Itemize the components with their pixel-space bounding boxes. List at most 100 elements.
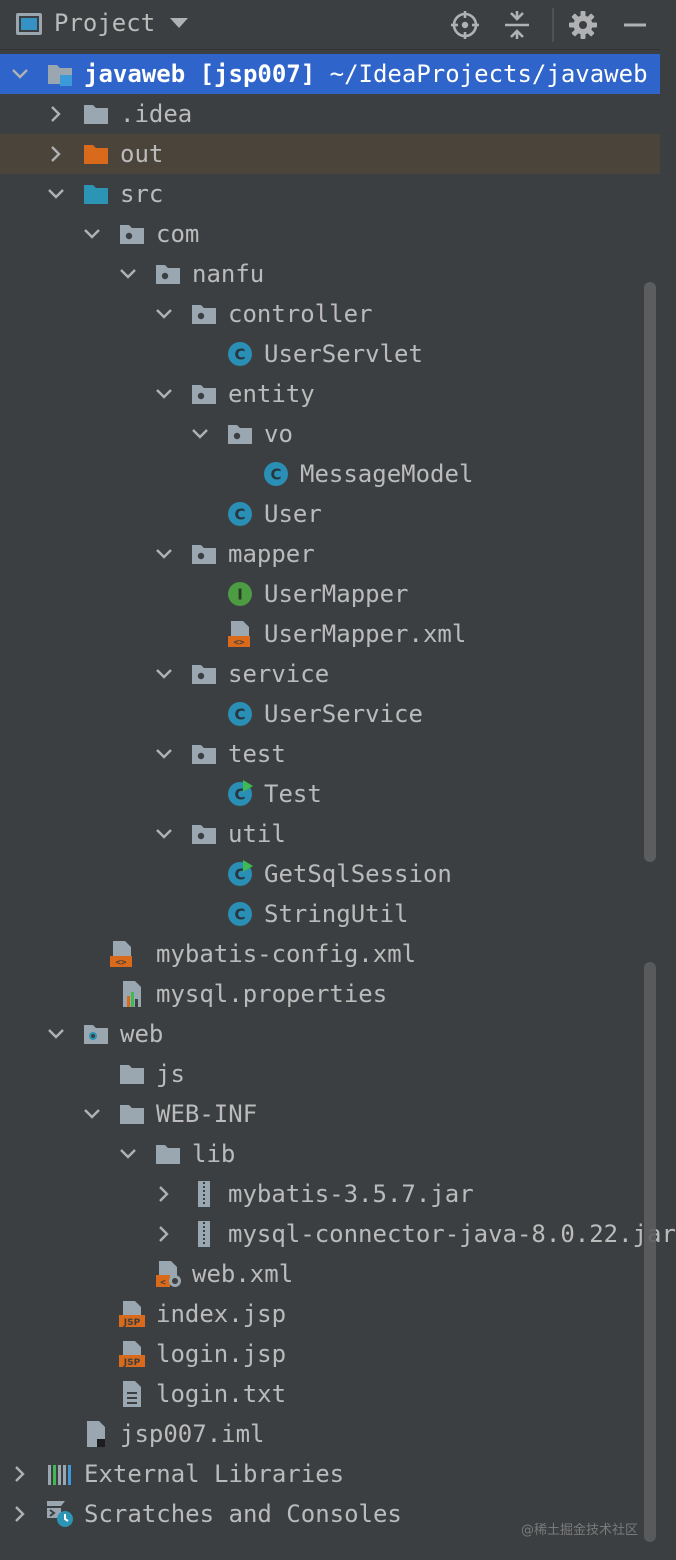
tree-node-mapper[interactable]: mapper [0, 534, 660, 574]
interface-icon: I [226, 580, 254, 608]
module-folder-icon [46, 60, 74, 88]
watermark: @稀土掘金技术社区 [520, 1523, 638, 1538]
chevron-down-icon[interactable] [154, 384, 174, 404]
tree-node-mysqlprops[interactable]: mysql.properties [0, 974, 660, 1014]
tree-node-web[interactable]: web [0, 1014, 660, 1054]
tree-node-label: WEB-INF [156, 1100, 258, 1128]
tree-node-out[interactable]: out [0, 134, 660, 174]
chevron-right-icon[interactable] [154, 1224, 174, 1244]
jar-icon [190, 1220, 218, 1248]
project-view-title[interactable]: Project [54, 9, 156, 37]
collapse-all-icon[interactable] [502, 10, 532, 40]
chevron-right-icon[interactable] [10, 1464, 30, 1484]
chevron-down-icon[interactable] [190, 424, 210, 444]
package-icon [190, 660, 218, 688]
tree-node-util[interactable]: util [0, 814, 660, 854]
package-icon [154, 260, 182, 288]
chevron-down-icon[interactable] [46, 1024, 66, 1044]
svg-text:JSP: JSP [123, 1318, 141, 1328]
tree-node-root[interactable]: javaweb [jsp007] ~/IdeaProjects/javaweb [0, 54, 660, 94]
iml-file-icon [82, 1420, 110, 1448]
svg-text:C: C [270, 466, 281, 484]
project-view-icon [16, 13, 42, 35]
tree-node-label: User [264, 500, 322, 528]
svg-text:C: C [234, 706, 245, 724]
class-icon: C [262, 460, 290, 488]
chevron-right-icon[interactable] [46, 104, 66, 124]
hide-panel-icon[interactable] [620, 10, 650, 40]
tree-node-label: StringUtil [264, 900, 409, 928]
chevron-down-icon[interactable] [118, 1144, 138, 1164]
chevron-down-icon[interactable] [154, 664, 174, 684]
tree-node-extlibs[interactable]: External Libraries [0, 1454, 660, 1494]
tree-node-webinf[interactable]: WEB-INF [0, 1094, 660, 1134]
class-icon: C [226, 340, 254, 368]
tree-node-mybatisjar[interactable]: mybatis-3.5.7.jar [0, 1174, 660, 1214]
tree-node-label: Test [264, 780, 322, 808]
tree-node-label: .idea [120, 100, 193, 128]
tree-node-logintxt[interactable]: login.txt [0, 1374, 660, 1414]
tree-node-controller[interactable]: controller [0, 294, 660, 334]
chevron-down-icon[interactable] [154, 304, 174, 324]
tree-node-test[interactable]: test [0, 734, 660, 774]
class-icon: C [226, 900, 254, 928]
tree-node-com[interactable]: com [0, 214, 660, 254]
tree-node-service[interactable]: service [0, 654, 660, 694]
tree-node-label: jsp007.iml [120, 1420, 265, 1448]
package-icon [226, 420, 254, 448]
tree-node-jsp007iml[interactable]: jsp007.iml [0, 1414, 660, 1454]
svg-text:<>: <> [234, 638, 245, 648]
tree-node-label: lib [192, 1140, 236, 1168]
chevron-down-icon[interactable] [154, 744, 174, 764]
chevron-down-icon[interactable] [82, 224, 102, 244]
tree-node-scratches[interactable]: Scratches and Consoles [0, 1494, 660, 1534]
tree-node-label: mybatis-3.5.7.jar [228, 1180, 474, 1208]
tree-node-userservice[interactable]: C UserService [0, 694, 660, 734]
tree-node-vo[interactable]: vo [0, 414, 660, 454]
chevron-down-icon[interactable] [10, 64, 30, 84]
tree-node-idea[interactable]: .idea [0, 94, 660, 134]
tree-node-label: mysql.properties [156, 980, 388, 1008]
chevron-down-icon[interactable] [170, 18, 188, 28]
properties-file-icon [118, 980, 146, 1008]
jar-icon [190, 1180, 218, 1208]
chevron-right-icon[interactable] [46, 144, 66, 164]
tree-node-lib[interactable]: lib [0, 1134, 660, 1174]
chevron-down-icon[interactable] [46, 184, 66, 204]
locate-target-icon[interactable] [450, 10, 480, 40]
tree-node-label: test [228, 740, 286, 768]
tree-node-indexjsp[interactable]: JSP index.jsp [0, 1294, 660, 1334]
gear-icon[interactable] [568, 10, 598, 40]
tree-node-webxml[interactable]: <web.xml [0, 1254, 660, 1294]
tree-node-stringutil[interactable]: C StringUtil [0, 894, 660, 934]
vertical-scrollbar-lower[interactable] [644, 962, 656, 1542]
folder-gray-icon [118, 1060, 146, 1088]
folder-gray-icon [118, 1100, 146, 1128]
tree-node-js[interactable]: js [0, 1054, 660, 1094]
tree-node-label: nanfu [192, 260, 265, 288]
tree-node-usermapperxml[interactable]: <>UserMapper.xml [0, 614, 660, 654]
tree-node-mybatisconfig[interactable]: <>mybatis-config.xml [0, 934, 660, 974]
tree-node-mysqljar[interactable]: mysql-connector-java-8.0.22.jar [0, 1214, 676, 1254]
chevron-down-icon[interactable] [118, 264, 138, 284]
chevron-right-icon[interactable] [154, 1184, 174, 1204]
vertical-scrollbar[interactable] [644, 282, 656, 862]
tree-node-entity[interactable]: entity [0, 374, 660, 414]
chevron-right-icon[interactable] [10, 1504, 30, 1524]
tree-node-label: UserService [264, 700, 423, 728]
folder-blue-icon [82, 180, 110, 208]
tree-node-src[interactable]: src [0, 174, 660, 214]
tree-node-label: index.jsp [156, 1300, 287, 1328]
chevron-down-icon[interactable] [154, 824, 174, 844]
svg-text:JSP: JSP [123, 1358, 141, 1368]
chevron-down-icon[interactable] [154, 544, 174, 564]
tree-node-nanfu[interactable]: nanfu [0, 254, 660, 294]
chevron-down-icon[interactable] [82, 1104, 102, 1124]
